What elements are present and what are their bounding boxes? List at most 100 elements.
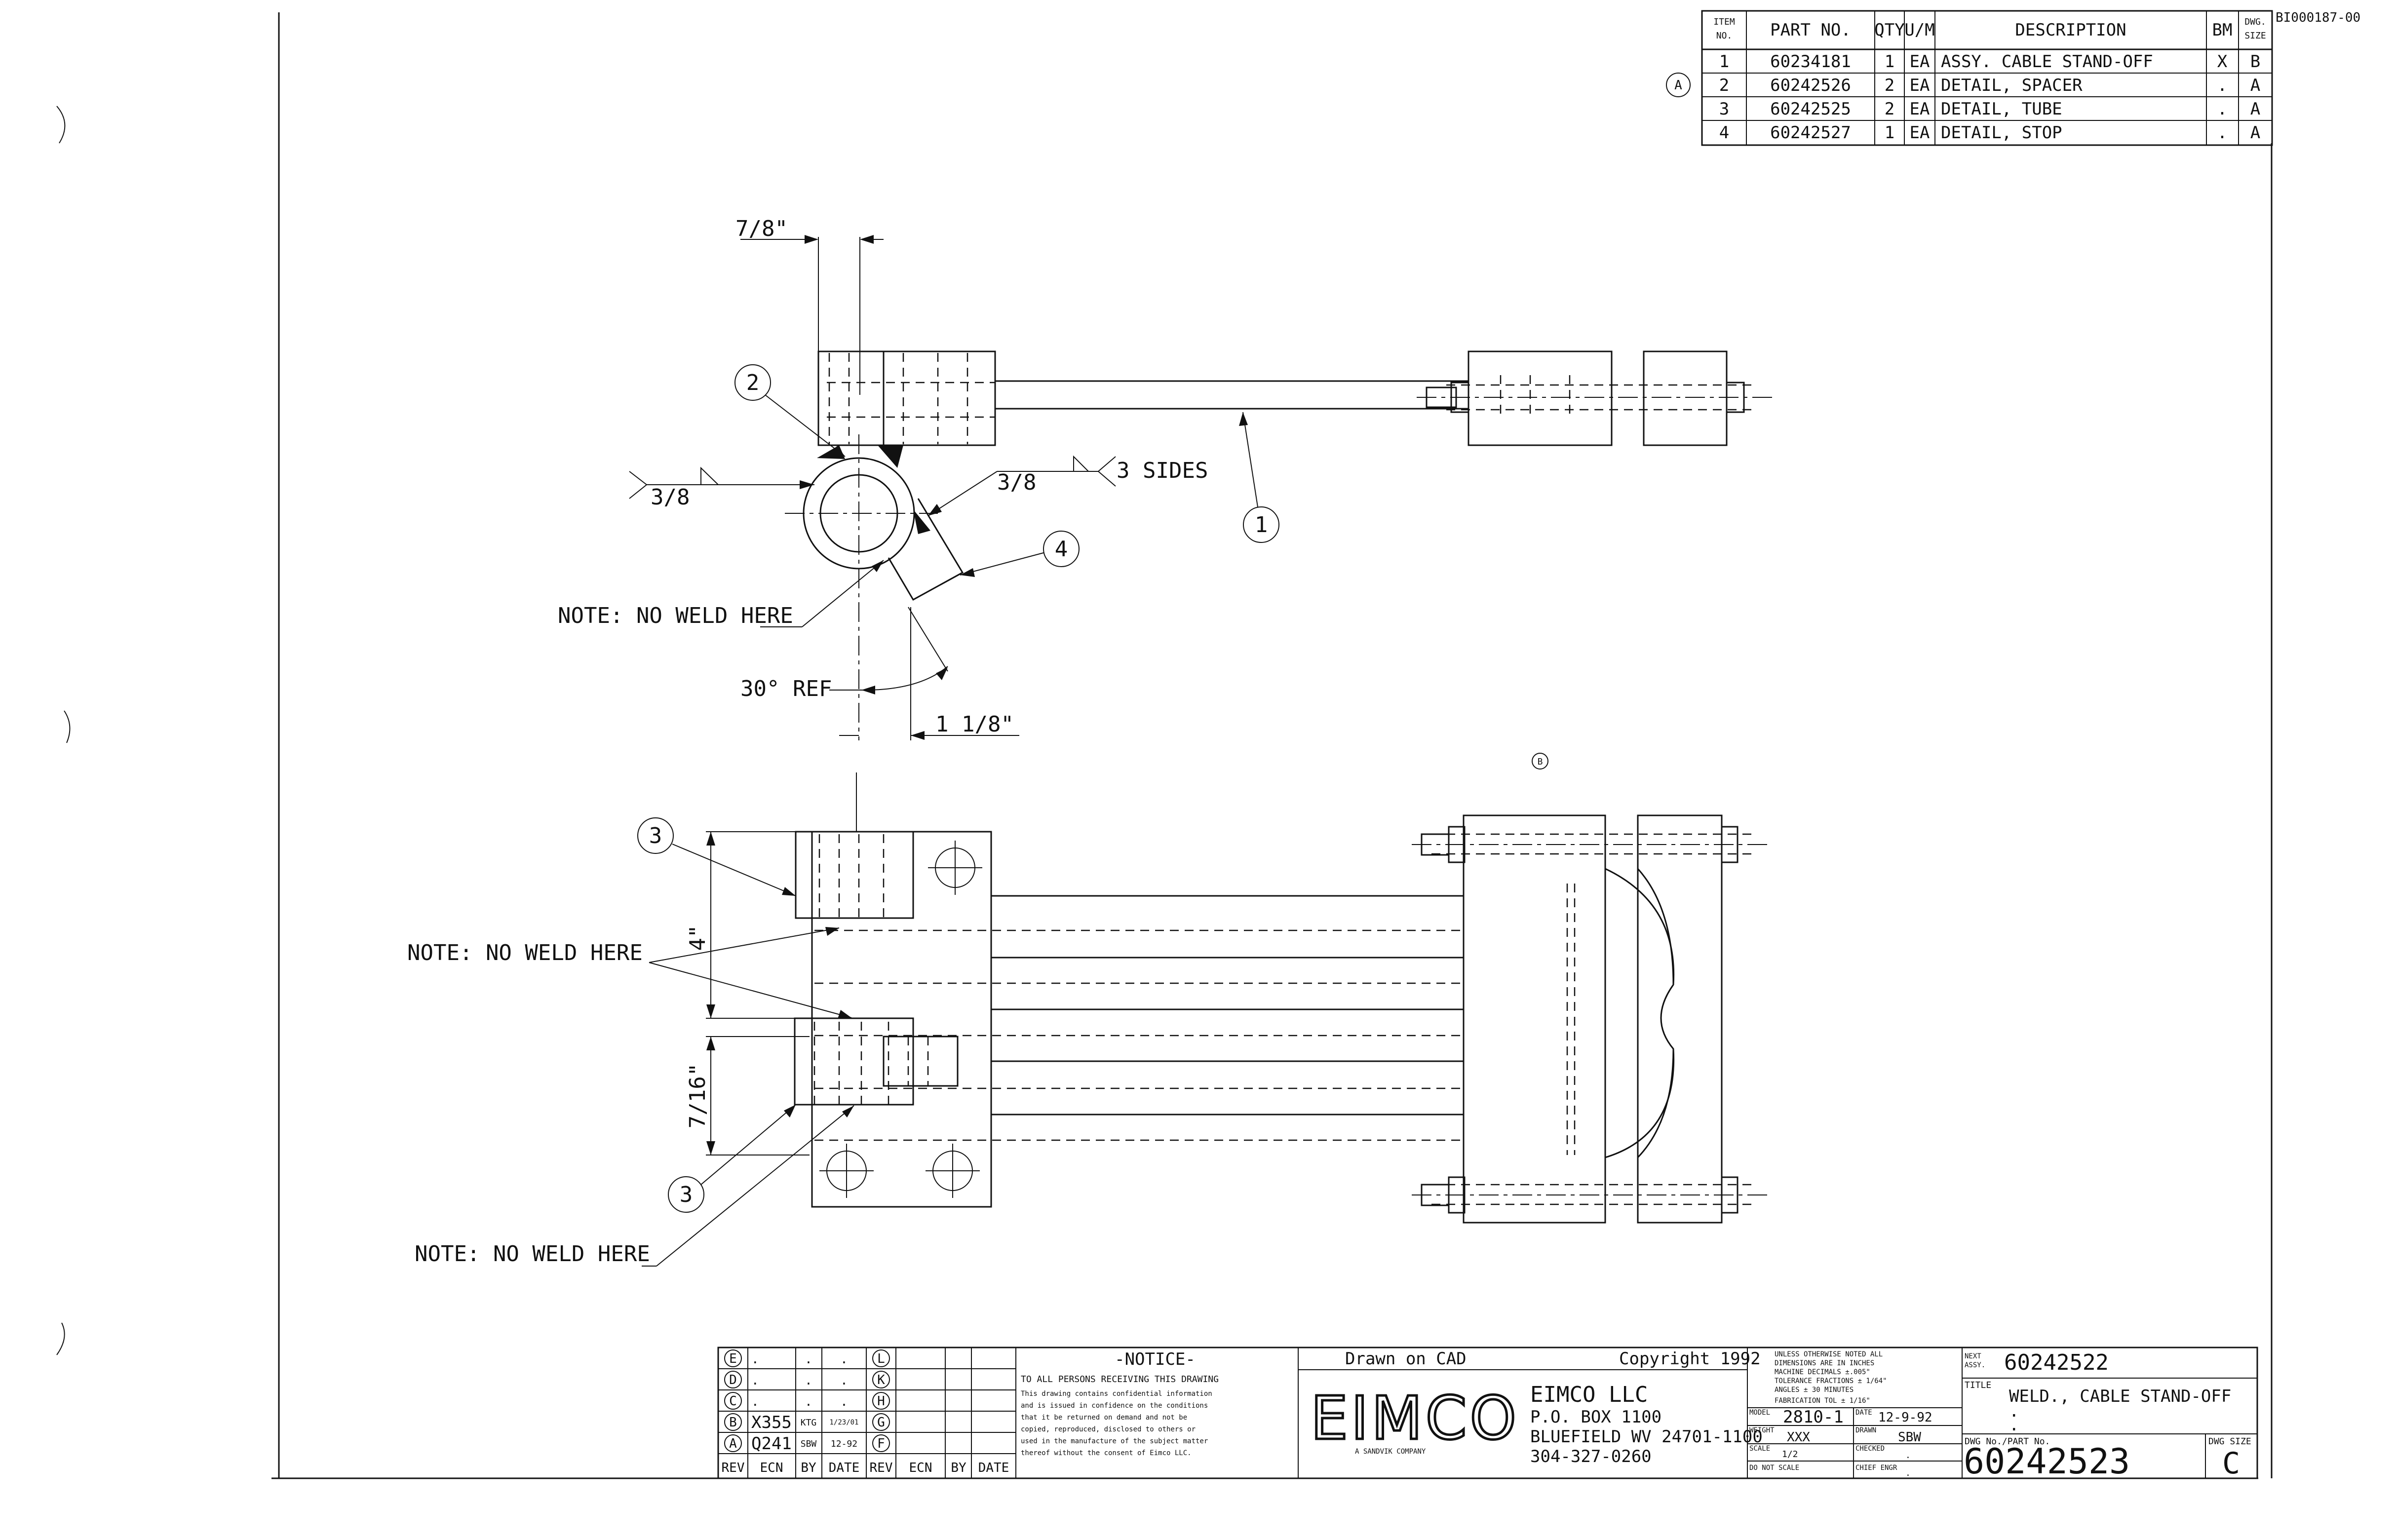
company-name: EIMCO LLC	[1530, 1382, 1648, 1407]
title-block: E D C B A L K H G F . . . . . . .	[717, 1347, 2258, 1482]
balloon-3-lower-label: 3	[680, 1182, 693, 1207]
dwg-size: C	[2222, 1446, 2240, 1481]
bom-header-bm: BM	[2212, 20, 2233, 40]
bom-cell-um: EA	[1910, 123, 1930, 143]
rev-by: KTG	[801, 1418, 817, 1428]
bom-cell-bm: .	[2217, 99, 2227, 119]
notice-line: copied, reproduced, disclosed to others …	[1021, 1425, 1196, 1433]
tolerance-block: UNLESS OTHERWISE NOTED ALL DIMENSIONS AR…	[1747, 1348, 1963, 1478]
notice-lead: TO ALL PERSONS RECEIVING THIS DRAWING	[1021, 1374, 1219, 1385]
revision-marker-a-label: A	[1674, 78, 1682, 93]
bom-header-item-2: NO.	[1716, 31, 1733, 41]
bom-cell-size: A	[2250, 123, 2260, 143]
note-no-weld-front-lower: NOTE: NO WELD HERE	[415, 1241, 650, 1267]
rev-letter-e: E	[729, 1351, 737, 1366]
next-assy-value: 60242522	[2004, 1350, 2109, 1375]
revision-marker-b-label: B	[1538, 757, 1543, 767]
tolerance-line: DIMENSIONS ARE IN INCHES	[1775, 1359, 1874, 1367]
dwg-number-label: DWG No./PART No.	[1965, 1436, 2050, 1447]
note-no-weld-front-upper: NOTE: NO WELD HERE	[407, 940, 643, 965]
bom-cell-um: EA	[1910, 76, 1930, 95]
drawn-label: DRAWN	[1855, 1426, 1876, 1434]
bom-cell-qty: 2	[1885, 76, 1894, 95]
bom-header-item-1: ITEM	[1713, 17, 1735, 27]
tolerance-line: ANGLES ± 30 MINUTES	[1775, 1386, 1854, 1394]
balloon-2-label: 2	[746, 370, 760, 395]
bom-row: 3 60242525 2 EA DETAIL, TUBE . A	[1719, 99, 2260, 119]
company-tagline: A SANDVIK COMPANY	[1355, 1448, 1426, 1456]
rev-ecn: Q241	[751, 1434, 792, 1454]
weight-label: WEIGHT	[1749, 1426, 1775, 1434]
model-value: 2810-1	[1783, 1407, 1844, 1427]
bom-cell-qty: 1	[1885, 52, 1894, 72]
dwg-size-label: DWG SIZE	[2208, 1436, 2251, 1447]
notice-line: and is issued in confidence on the condi…	[1021, 1402, 1208, 1410]
bom-cell-qty: 2	[1885, 99, 1894, 119]
balloon-4-label: 4	[1055, 537, 1068, 562]
dim-7-8: 7/8"	[735, 216, 788, 241]
rev-by: .	[805, 1373, 812, 1388]
date-value: 12-9-92	[1878, 1410, 1932, 1425]
rev-footer-ecn: ECN	[760, 1461, 783, 1475]
rev-footer-ecn: ECN	[909, 1461, 932, 1475]
bom-cell-size: A	[2250, 76, 2260, 95]
do-not-scale: DO NOT SCALE	[1749, 1464, 1799, 1472]
rev-footer-by: BY	[801, 1461, 816, 1475]
company-phone: 304-327-0260	[1530, 1447, 1652, 1466]
rev-letter-b: B	[729, 1415, 737, 1430]
drawn-value: SBW	[1898, 1430, 1921, 1445]
drawing-title-line-2: .	[2009, 1401, 2019, 1421]
bom-cell-um: EA	[1910, 52, 1930, 72]
next-assy-label-1: NEXT	[1965, 1352, 1981, 1360]
balloon-3-upper-label: 3	[649, 823, 662, 848]
rev-footer-date: DATE	[829, 1461, 860, 1475]
rev-letter-c: C	[729, 1394, 737, 1409]
notice-heading: -NOTICE-	[1115, 1349, 1196, 1369]
bill-of-materials: ITEM NO. PART NO. QTY U/M DESCRIPTION BM…	[1666, 10, 2273, 146]
bom-row: 2 60242526 2 EA DETAIL, SPACER . A	[1719, 76, 2260, 95]
rev-letter-l: L	[877, 1351, 885, 1366]
notice: -NOTICE- TO ALL PERSONS RECEIVING THIS D…	[1021, 1348, 1299, 1478]
bom-cell-item: 2	[1719, 76, 1729, 95]
bom-cell-description: DETAIL, TUBE	[1941, 99, 2062, 119]
rev-ecn: X355	[751, 1413, 792, 1432]
notice-line: thereof without the consent of Eimco LLC…	[1021, 1449, 1192, 1457]
title-label: TITLE	[1965, 1380, 1991, 1390]
bom-header-size-2: SIZE	[2244, 31, 2266, 41]
balloon-1	[1243, 506, 1279, 543]
company-address-2: BLUEFIELD WV 24701-1100	[1530, 1427, 1763, 1447]
bom-cell-item: 1	[1719, 52, 1729, 72]
bom-cell-bm: .	[2217, 123, 2227, 143]
bom-cell-bm: .	[2217, 76, 2227, 95]
bom-cell-part: 60234181	[1770, 52, 1851, 72]
note-no-weld-top: NOTE: NO WELD HERE	[558, 603, 793, 628]
top-view: 7/8"	[558, 216, 1775, 740]
drawn-on-cad: Drawn on CAD	[1345, 1349, 1467, 1369]
revision-table: E D C B A L K H G F . . . . . . .	[718, 1348, 1016, 1478]
next-assy-label-2: ASSY.	[1965, 1361, 1985, 1369]
dim-7-16: 7/16"	[685, 1063, 710, 1128]
bom-cell-description: DETAIL, SPACER	[1941, 76, 2083, 95]
rev-letter-d: D	[729, 1373, 737, 1387]
drawing-title: WELD., CABLE STAND-OFF	[2009, 1386, 2231, 1406]
balloon-2	[734, 364, 771, 401]
bom-cell-part: 60242525	[1770, 99, 1851, 119]
rev-letter-k: K	[877, 1373, 885, 1387]
drawing-identification: NEXT ASSY. 60242522 TITLE WELD., CABLE S…	[1962, 1350, 2257, 1482]
front-view: B	[407, 753, 1772, 1267]
balloon-1-label: 1	[1255, 512, 1268, 538]
bom-cell-item: 3	[1719, 99, 1729, 119]
rev-letter-f: F	[877, 1436, 885, 1451]
weld-size-right: 3/8	[997, 470, 1036, 495]
rev-date: .	[840, 1373, 848, 1388]
rev-letter-g: G	[877, 1415, 885, 1430]
weight-value: XXX	[1787, 1430, 1810, 1445]
weld-size-left: 3/8	[651, 485, 690, 510]
bom-header-part: PART NO.	[1770, 20, 1851, 40]
revision-marker-a	[1666, 73, 1691, 97]
bom-header-size-1: DWG.	[2244, 17, 2266, 27]
angle-30-ref: 30° REF	[740, 676, 832, 701]
chief-engr-value: .	[1905, 1468, 1911, 1478]
rev-footer-by: BY	[951, 1461, 966, 1475]
